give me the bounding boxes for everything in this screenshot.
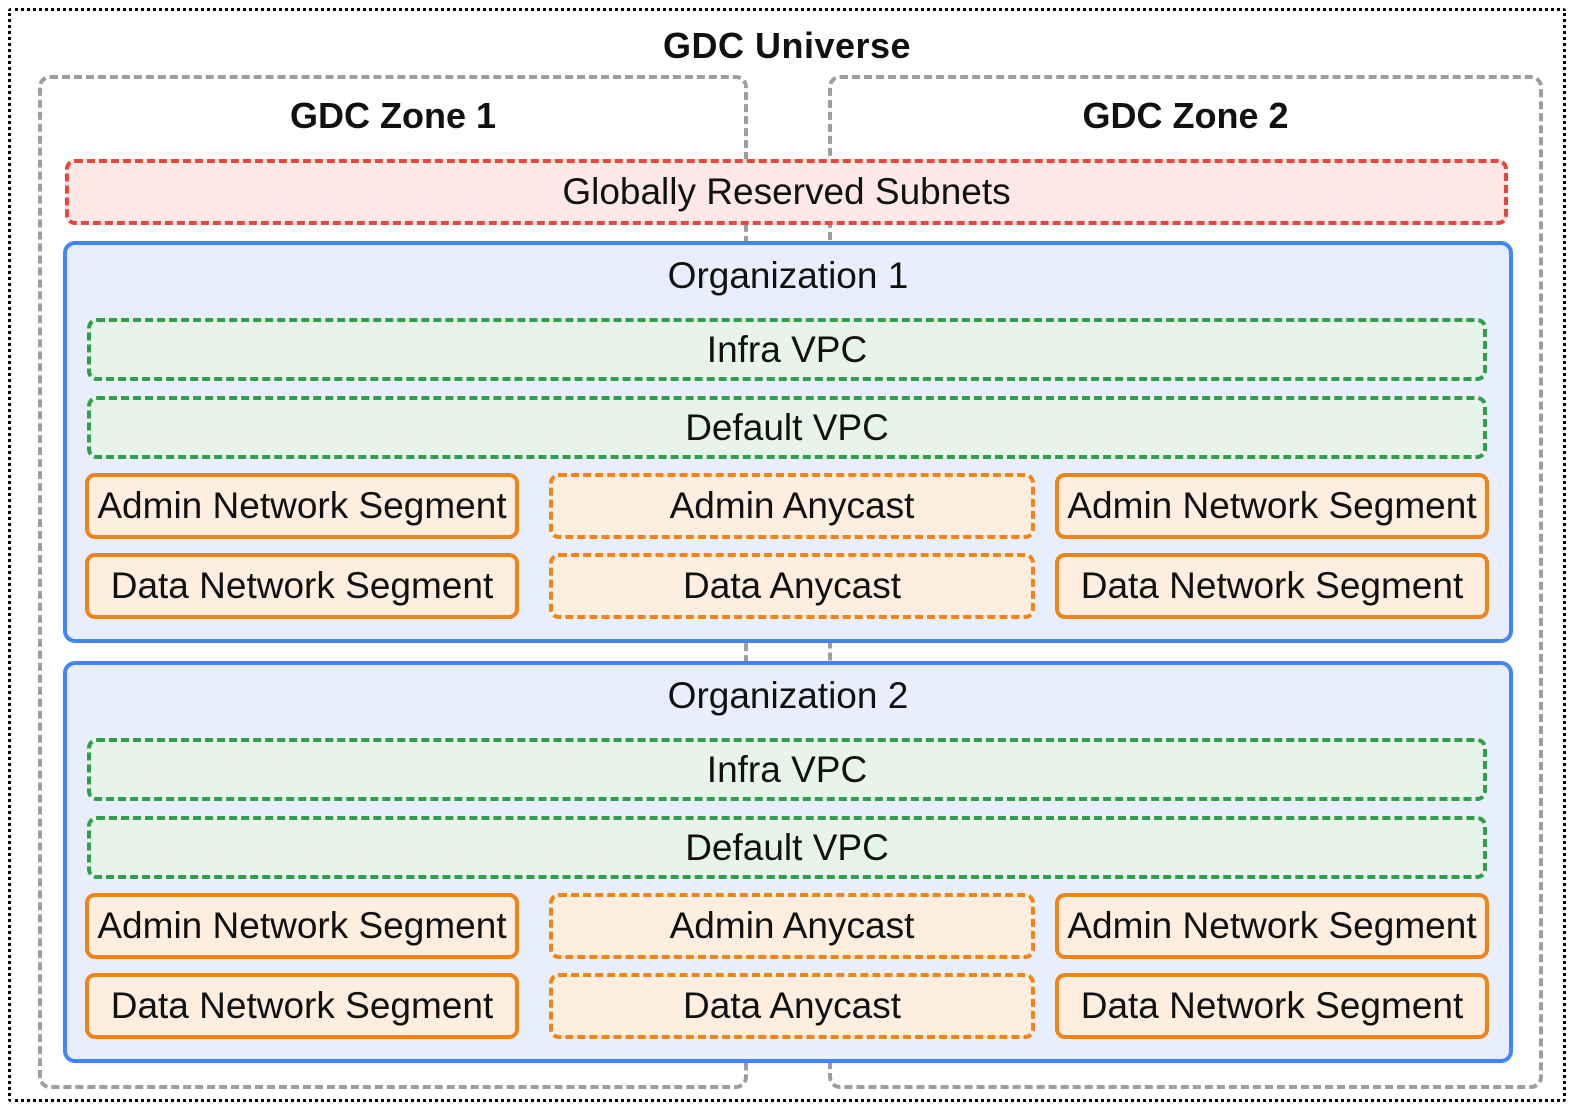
org-2-data-anycast-box: Data Anycast <box>549 973 1035 1039</box>
org-2-infra-vpc-label: Infra VPC <box>706 748 868 790</box>
org-1-data-anycast-label: Data Anycast <box>682 565 901 606</box>
org-1-zone-1-admin-network-segment-label: Admin Network Segment <box>97 485 507 526</box>
diagram-title: GDC Universe <box>662 25 912 66</box>
org-2-zone-2-data-network-segment-box: Data Network Segment <box>1055 973 1489 1039</box>
org-1-zone-2-data-network-segment-label: Data Network Segment <box>1080 565 1464 606</box>
org-2-data-anycast-label: Data Anycast <box>682 985 901 1026</box>
org-2-default-vpc-label: Default VPC <box>685 826 889 868</box>
org-1-zone-1-data-network-segment-box: Data Network Segment <box>85 553 519 619</box>
org-1-admin-anycast-box: Admin Anycast <box>549 473 1035 539</box>
org-2-default-vpc-box: Default VPC <box>87 816 1487 879</box>
globally-reserved-subnets-label: Globally Reserved Subnets <box>562 171 1011 212</box>
org-2-zone-1-admin-network-segment-box: Admin Network Segment <box>85 893 519 959</box>
org-1-zone-2-data-network-segment-box: Data Network Segment <box>1055 553 1489 619</box>
organization-2-title: Organization 2 <box>667 675 909 716</box>
org-1-infra-vpc-box: Infra VPC <box>87 318 1487 381</box>
gdc-zone-1-title: GDC Zone 1 <box>289 95 496 136</box>
org-1-infra-vpc-label: Infra VPC <box>706 328 868 370</box>
org-2-admin-anycast-box: Admin Anycast <box>549 893 1035 959</box>
org-2-zone-1-admin-network-segment-label: Admin Network Segment <box>97 905 507 946</box>
org-2-zone-1-data-network-segment-label: Data Network Segment <box>110 985 494 1026</box>
org-1-admin-anycast-label: Admin Anycast <box>669 485 915 526</box>
organization-1-container: Organization 1 Infra VPC Default VPC Adm… <box>63 241 1513 643</box>
org-1-data-anycast-box: Data Anycast <box>549 553 1035 619</box>
org-2-admin-anycast-label: Admin Anycast <box>669 905 915 946</box>
org-2-zone-2-admin-network-segment-label: Admin Network Segment <box>1067 905 1477 946</box>
org-2-infra-vpc-box: Infra VPC <box>87 738 1487 801</box>
globally-reserved-subnets-box: Globally Reserved Subnets <box>65 159 1508 225</box>
gdc-universe-container: GDC Universe GDC Zone 1 GDC Zone 2 Globa… <box>8 8 1566 1102</box>
organization-1-title: Organization 1 <box>667 255 909 296</box>
org-2-zone-1-data-network-segment-box: Data Network Segment <box>85 973 519 1039</box>
gdc-zone-2-title: GDC Zone 2 <box>1082 95 1289 136</box>
org-2-zone-2-admin-network-segment-box: Admin Network Segment <box>1055 893 1489 959</box>
org-1-zone-2-admin-network-segment-box: Admin Network Segment <box>1055 473 1489 539</box>
org-1-default-vpc-box: Default VPC <box>87 396 1487 459</box>
organization-2-container: Organization 2 Infra VPC Default VPC Adm… <box>63 661 1513 1063</box>
org-1-zone-2-admin-network-segment-label: Admin Network Segment <box>1067 485 1477 526</box>
org-2-zone-2-data-network-segment-label: Data Network Segment <box>1080 985 1464 1026</box>
org-1-default-vpc-label: Default VPC <box>685 406 889 448</box>
org-1-zone-1-data-network-segment-label: Data Network Segment <box>110 565 494 606</box>
org-1-zone-1-admin-network-segment-box: Admin Network Segment <box>85 473 519 539</box>
